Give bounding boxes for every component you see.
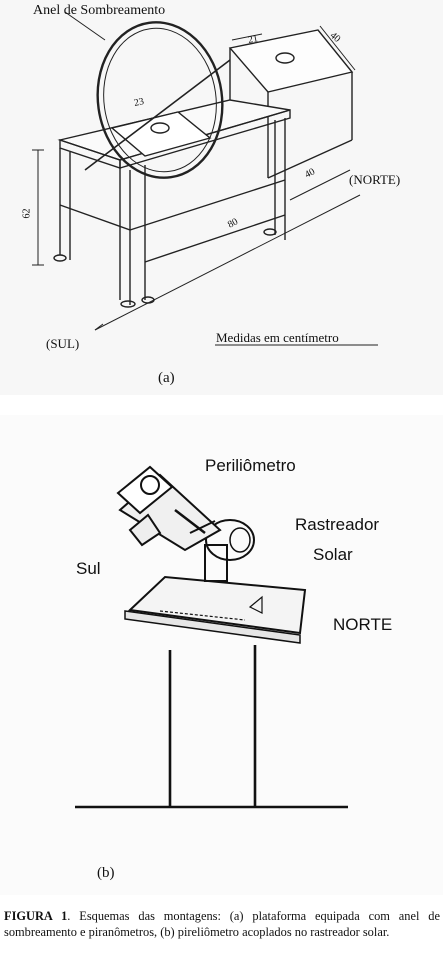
dim-platform: 23	[132, 96, 146, 109]
south-label: (SUL)	[46, 336, 80, 351]
north-label: (NORTE)	[349, 172, 401, 187]
figure-label: FIGURA 1	[4, 909, 68, 923]
pyrheliometer-label: Periliômetro	[205, 456, 296, 475]
south-label-b: Sul	[76, 559, 101, 578]
units-note: Medidas em centímetro	[216, 330, 339, 345]
panel-a-platform-diagram: Anel de Sombreamento 40 21 23 62 40 80 (…	[0, 0, 443, 395]
panel-a-letter: (a)	[158, 370, 175, 386]
panel-b-letter: (b)	[97, 865, 115, 881]
platform-drawing	[32, 11, 378, 346]
tracker-drawing	[75, 465, 348, 809]
caption-text: . Esquemas das montagens: (a) plataforma…	[4, 909, 441, 939]
panel-b-tracker-diagram: Periliômetro Rastreador Solar Sul NORTE …	[0, 415, 443, 895]
tracker-motor	[205, 519, 255, 561]
pyranometer-right	[275, 52, 295, 64]
dim-top-width: 21	[246, 33, 260, 46]
dim-height: 62	[21, 208, 33, 219]
shadow-ring	[96, 21, 224, 179]
tracker-label-line1: Rastreador	[295, 515, 380, 534]
shadow-ring-label: Anel de Sombreamento	[33, 3, 166, 18]
north-label-b: NORTE	[333, 615, 393, 634]
figure-caption: FIGURA 1. Esquemas das montagens: (a) pl…	[4, 908, 440, 940]
tracker-label-line2: Solar	[313, 545, 353, 564]
